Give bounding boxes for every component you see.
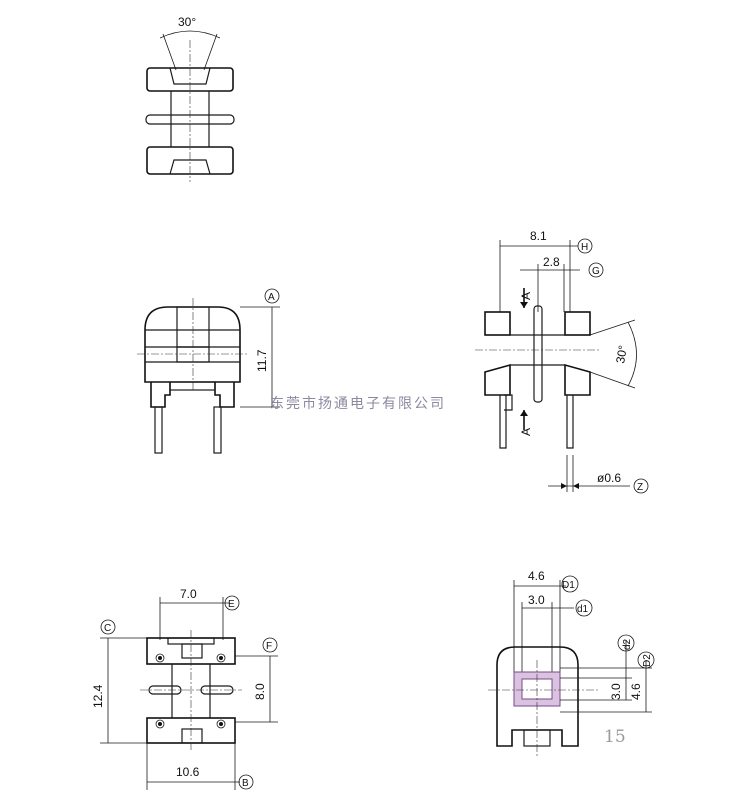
section-callout-d1-lower: d1 <box>577 604 589 615</box>
side-view: 8.1 H 2.8 G A A 30° <box>475 229 649 494</box>
top-view: 30° <box>145 15 235 182</box>
section-callout-d1-upper: D1 <box>562 580 575 591</box>
bottom-callout-e: E <box>228 599 235 610</box>
section-callout-d2-upper: d2 <box>622 638 633 650</box>
section-outer-width-label: 4.6 <box>528 569 545 583</box>
section-callout-d2-lower: D2 <box>642 654 653 667</box>
section-view: 4.6 D1 3.0 d1 3.0 d2 4.6 D2 <box>488 569 655 756</box>
front-callout-a: A <box>268 292 275 303</box>
top-angle-label: 30° <box>178 15 196 29</box>
side-inner-label: 2.8 <box>543 255 560 269</box>
front-view: 11.7 A <box>137 288 280 454</box>
side-callout-z: Z <box>637 482 643 493</box>
bottom-callout-b: B <box>242 778 249 789</box>
bottom-view: 7.0 E 12.4 C 8.0 F <box>91 587 278 790</box>
bottom-pin-span-label: 8.0 <box>253 683 267 700</box>
bottom-top-width-label: 7.0 <box>180 587 197 601</box>
front-height-label: 11.7 <box>255 349 269 372</box>
bottom-callout-c: C <box>104 623 111 634</box>
bottom-width-label: 10.6 <box>176 765 200 779</box>
section-outer-height-label: 4.6 <box>629 683 643 700</box>
side-callout-g: G <box>592 266 600 277</box>
bottom-height-label: 12.4 <box>91 684 105 708</box>
side-callout-h: H <box>581 242 588 253</box>
bottom-callout-f: F <box>266 641 272 652</box>
section-inner-width-label: 3.0 <box>528 593 545 607</box>
section-inner-height-label: 3.0 <box>609 683 623 700</box>
section-mark-bottom: A <box>519 428 533 436</box>
side-width-label: 8.1 <box>530 229 547 243</box>
section-mark-top: A <box>519 292 533 300</box>
page-number: 15 <box>604 727 626 747</box>
side-angle-label: 30° <box>613 344 630 364</box>
side-pin-label: ø0.6 <box>597 471 621 485</box>
watermark-text: 东莞市扬通电子有限公司 <box>270 395 446 412</box>
